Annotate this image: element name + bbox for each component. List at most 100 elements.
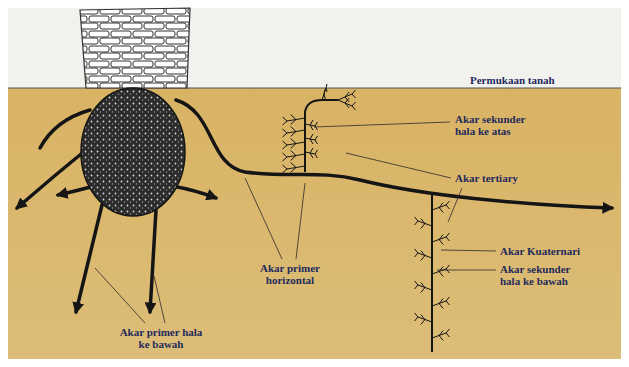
root-hair [421,315,425,320]
root-hair [352,94,356,98]
root-hair [421,256,425,261]
leader-line [95,268,145,323]
root-hair [291,139,296,144]
secondary-root-up [305,100,338,172]
root-hair [421,283,425,288]
root-hair [345,98,349,103]
root-hair [291,132,296,137]
root-hair [322,88,326,100]
root-label: Permukaan tanah [470,74,555,86]
leader-line [441,250,496,251]
root-hair [439,208,443,213]
root-hair [310,120,313,125]
root-hair [315,136,318,140]
root-hair [421,251,425,256]
root-hair [439,240,443,245]
root-hair [446,301,450,305]
root-hair [283,133,288,137]
root-hair [415,285,419,289]
root-hair [446,205,450,209]
root-hair [291,144,296,149]
root-hair [439,267,443,272]
root-hair [283,157,288,161]
root-hair [352,102,356,106]
root-hair [345,97,349,102]
primary-root-down [76,205,102,312]
root-hair [291,163,296,168]
root-hair [421,288,425,293]
root-hair [352,90,356,94]
root-hair [283,165,288,169]
root-hair [439,331,443,336]
root-hair [415,281,419,285]
root-hair [421,224,425,229]
sky [8,8,621,88]
root-hair [310,125,313,130]
secondary-root-down [431,192,433,352]
root-hair [352,106,356,110]
root-hair [421,219,425,224]
leader-line [314,122,450,127]
root-hair [310,148,313,153]
stone-trunk [80,8,190,88]
root-hair [315,140,318,144]
primary-root [172,186,216,198]
root-hair [283,141,288,145]
root-hair [345,103,349,108]
root-hair [283,169,288,173]
root-label: Akar Kuaternari [500,245,580,257]
root-hair [315,154,318,158]
root-hair [439,203,443,208]
root-hair [439,272,443,277]
root-hair [326,84,327,88]
root-hair [446,201,450,205]
leader-line [245,178,282,259]
root-hair [315,122,318,126]
root-hair [446,265,450,269]
primary-root-horizontal [176,100,612,208]
root-hair [326,88,327,92]
leader-line [437,270,496,271]
root-hair [310,139,313,144]
root-hair [446,237,450,241]
root-label: Akar primer hala ke bawah [118,326,204,350]
root-ball [81,88,185,216]
root-hair [324,94,325,99]
root-hair [446,297,450,301]
root-hair [415,253,419,257]
root-hairs [283,84,450,341]
root-hair [291,168,296,173]
root-hair [415,217,419,221]
root-hair [310,134,313,139]
root-hair [439,299,443,304]
leader-line [448,188,462,222]
root-hair [283,117,288,121]
root-hair [439,235,443,240]
root-hair [446,233,450,237]
root-hair [283,129,288,133]
root-hair [291,120,296,125]
root-label: Akar tertiary [455,172,518,184]
root-hair [415,249,419,253]
root-label: Akar primer horizontal [252,262,328,286]
root-hair [446,333,450,337]
root-hair [415,317,419,321]
root-hair [291,115,296,120]
root-hair [446,329,450,333]
root-hair [345,92,349,97]
leader-line [154,276,165,323]
root-hair [283,121,288,125]
root-hair [415,313,419,317]
root-hair [291,151,296,156]
root-label: Akar sekunder hala ke atas [455,113,535,137]
secondary-roots [305,100,432,352]
root-hair [439,336,443,341]
leader-line [346,153,451,178]
soil [8,88,621,359]
root-hair [283,153,288,157]
primary-root-down [150,210,156,312]
root-label: Akar sekunder hala ke bawah [500,263,590,287]
